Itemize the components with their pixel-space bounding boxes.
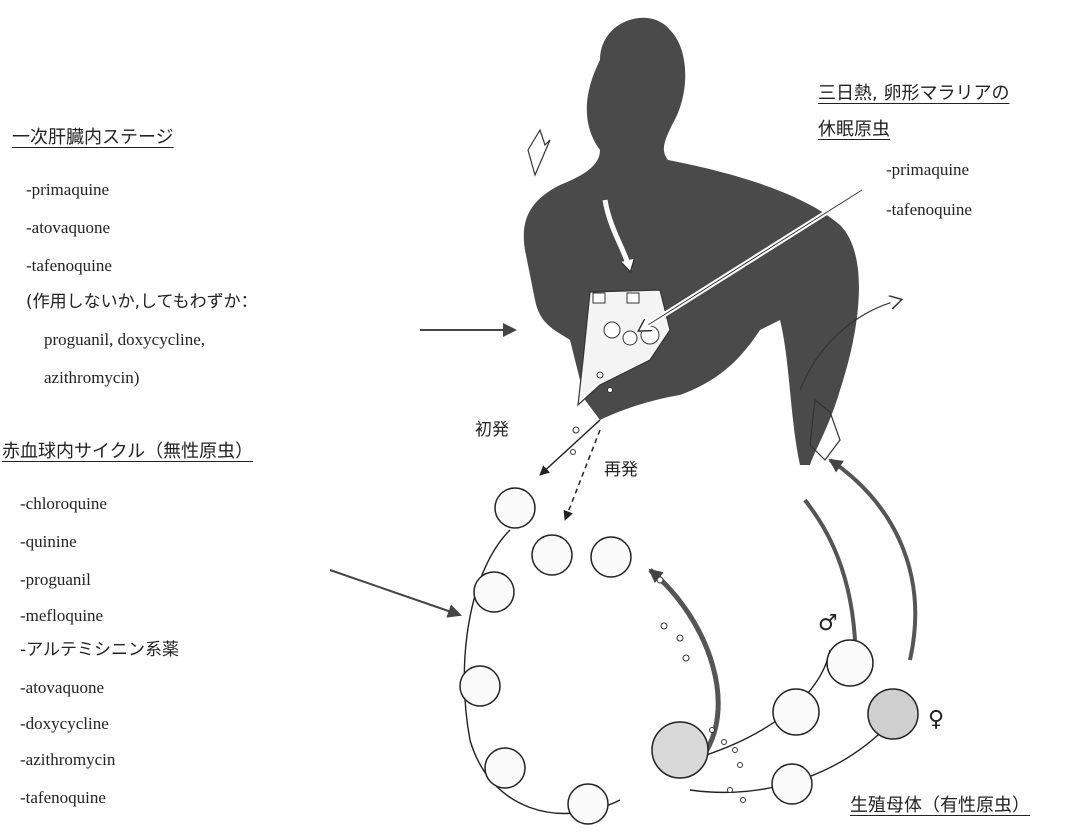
blood-drug-6: -atovaquone (20, 678, 104, 698)
gametocyte-heading: 生殖母体（有性原虫） (850, 796, 1030, 816)
liver-note-line-3: azithromycin) (44, 368, 139, 388)
blood-stage-pointer (330, 570, 460, 615)
dormant-drug-2: -tafenoquine (886, 200, 972, 220)
gametocyte-uptake-arrow-1 (830, 460, 915, 660)
liver-note-line-2: proguanil, doxycycline, (44, 330, 205, 350)
blood-drug-7: -doxycycline (20, 714, 109, 734)
primary-label: 初発 (475, 420, 509, 440)
liver-drug-1: -primaquine (26, 180, 109, 200)
liver-note-line-1: (作用しないか,してもわずか： (26, 292, 258, 312)
blood-stage-heading: 赤血球内サイクル（無性原虫） (2, 442, 253, 462)
dormant-heading-line-2: 休眠原虫 (818, 120, 890, 140)
male-symbol: ♂ (818, 614, 838, 634)
dormant-heading-line-1: 三日熱, 卵形マラリアの (818, 84, 1009, 104)
blood-drug-5: -アルテミシニン系薬 (20, 640, 179, 660)
red-blood-cells (460, 488, 918, 824)
primary-arrow (540, 420, 600, 475)
female-symbol: ♀ (928, 710, 944, 730)
liver-drug-2: -atovaquone (26, 218, 110, 238)
liver-stage-heading: 一次肝臓内ステージ (12, 128, 174, 148)
human-silhouette (524, 18, 859, 465)
blood-drug-3: -proguanil (20, 570, 91, 590)
blood-drug-4: -mefloquine (20, 606, 103, 626)
blood-drug-2: -quinine (20, 532, 77, 552)
relapse-label: 再発 (604, 460, 638, 480)
liver-drug-3: -tafenoquine (26, 256, 112, 276)
relapse-arrow (565, 430, 600, 520)
blood-drug-9: -tafenoquine (20, 788, 106, 808)
dormant-drug-1: -primaquine (886, 160, 969, 180)
blood-drug-1: -chloroquine (20, 494, 107, 514)
blood-drug-8: -azithromycin (20, 750, 115, 770)
